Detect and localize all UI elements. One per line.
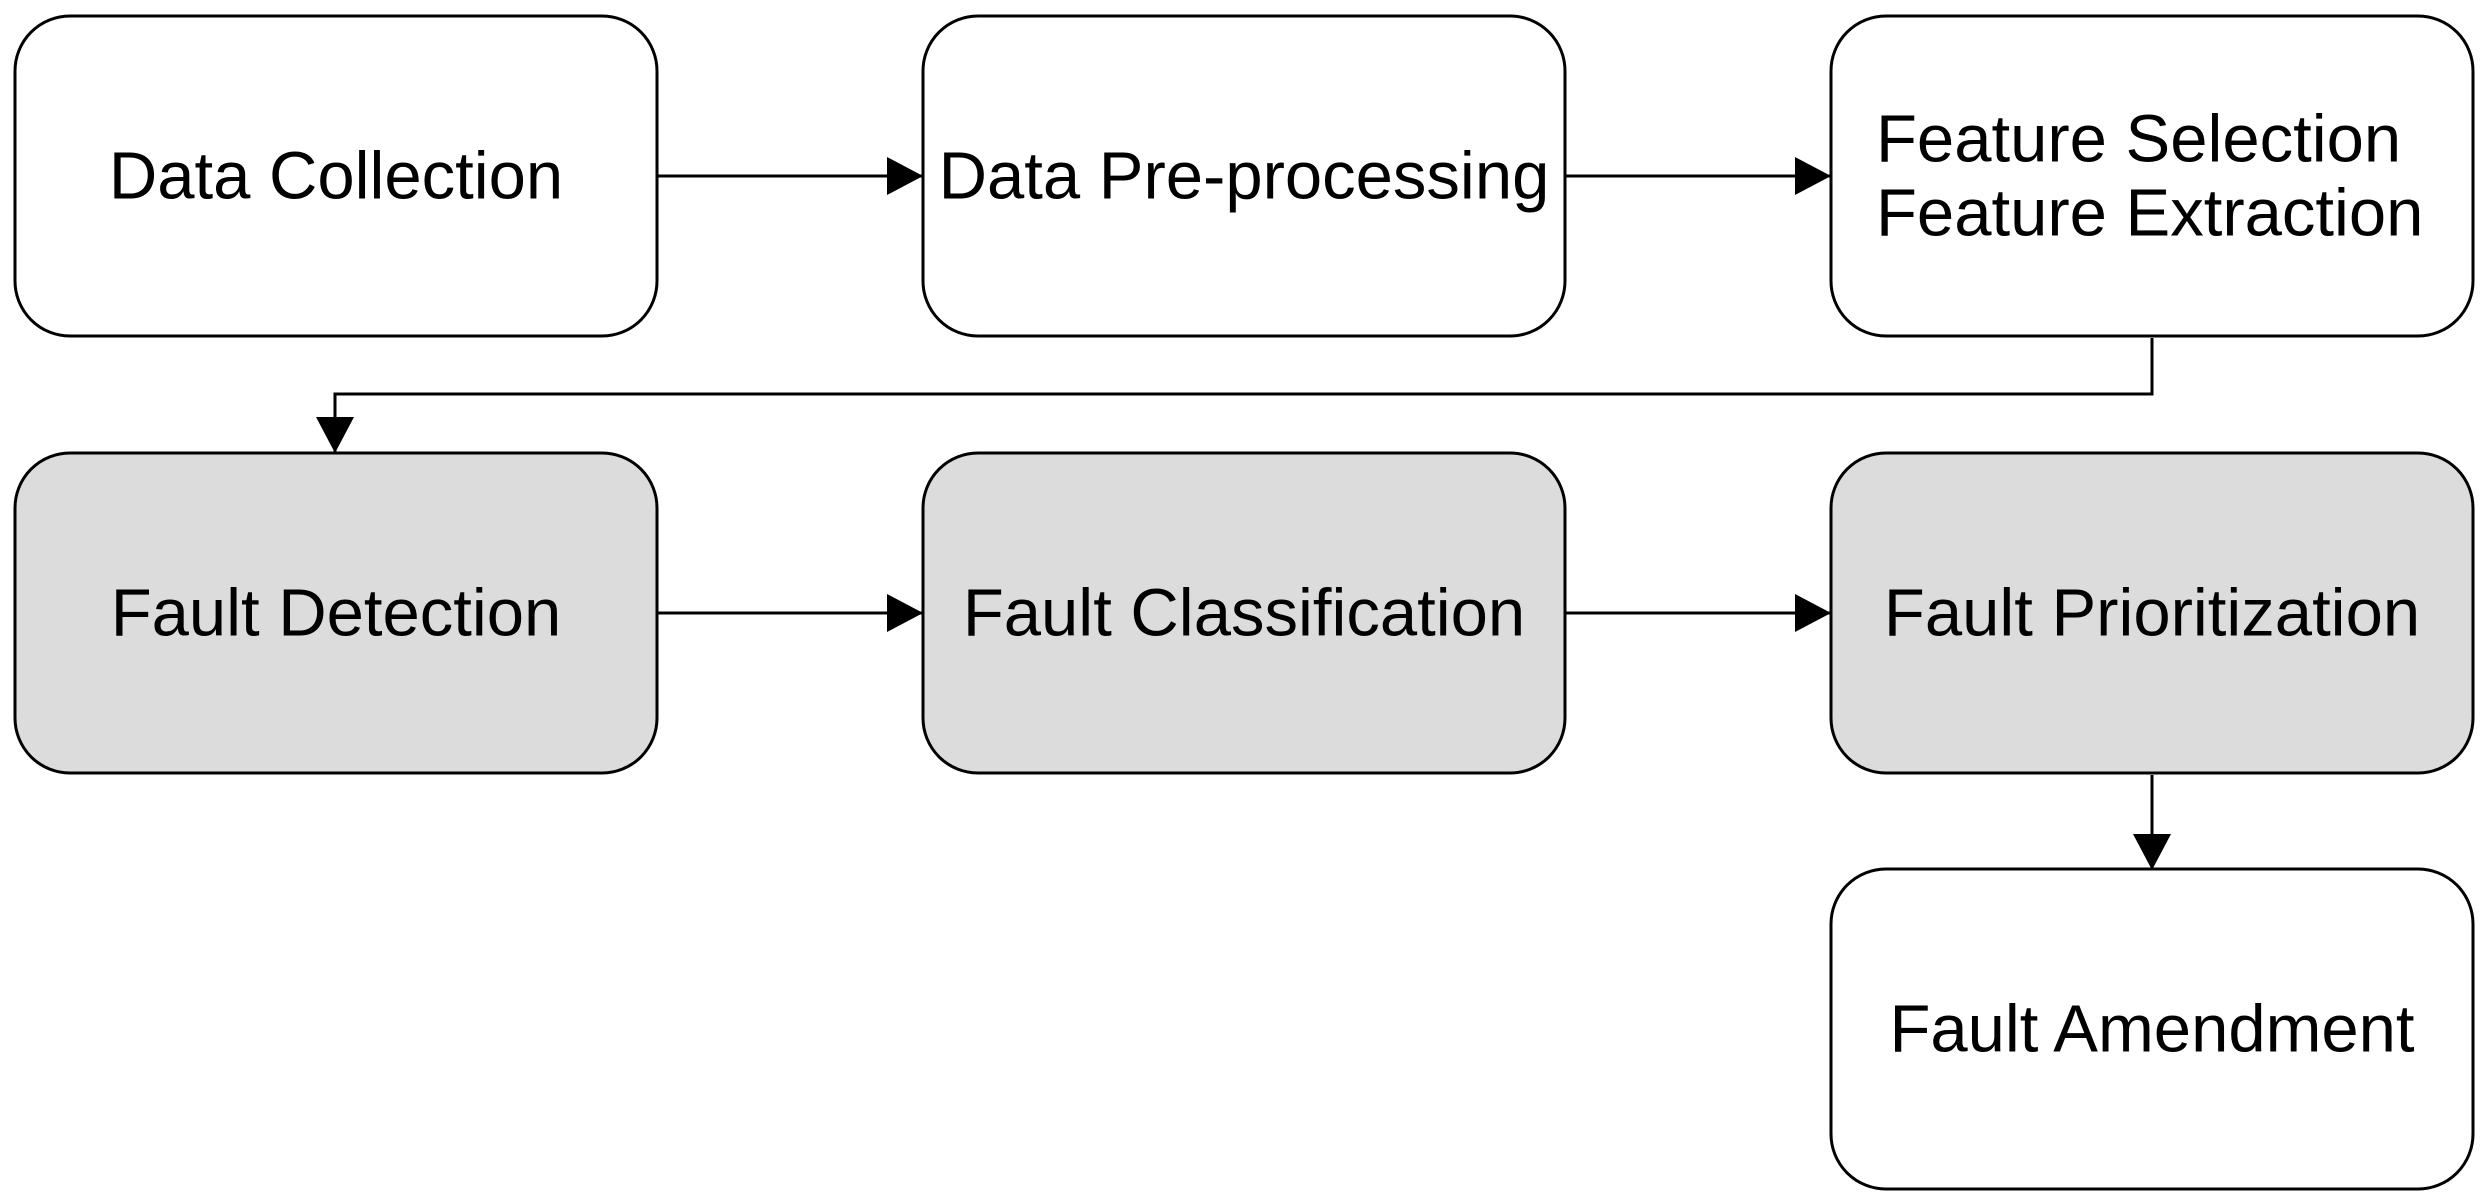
node-fault-detection-box <box>13 451 659 775</box>
node-fault-amendment: Fault Amendment <box>1829 867 2475 1191</box>
node-data-preprocessing-box <box>921 14 1567 338</box>
node-feature-selection-label: Feature Selection <box>1876 102 2401 177</box>
node-fault-amendment-box <box>1829 867 2475 1191</box>
node-fault-prioritization: Fault Prioritization <box>1829 451 2475 775</box>
connectors <box>316 157 2171 870</box>
node-fault-classification-box <box>921 451 1567 775</box>
node-data-collection-box <box>13 14 659 338</box>
node-fault-prioritization-box <box>1829 451 2475 775</box>
node-data-preprocessing: Data Pre-processing <box>921 14 1567 338</box>
node-feature-selection-extraction: Feature Selection Feature Extraction <box>1829 14 2475 338</box>
node-fault-classification-label: Fault Classification <box>963 576 1525 651</box>
node-data-preprocessing-label: Data Pre-processing <box>939 139 1550 214</box>
node-feature-extraction-label: Feature Extraction <box>1876 176 2423 251</box>
node-fault-classification: Fault Classification <box>921 451 1567 775</box>
node-data-collection: Data Collection <box>13 14 659 338</box>
node-data-collection-label: Data Collection <box>109 139 563 214</box>
node-fault-amendment-label: Fault Amendment <box>1889 992 2414 1067</box>
node-fault-prioritization-label: Fault Prioritization <box>1884 576 2420 651</box>
node-fault-detection-label: Fault Detection <box>111 576 562 651</box>
node-fault-detection: Fault Detection <box>13 451 659 775</box>
arrow-feature-selection-to-fault-detection <box>316 338 2154 453</box>
node-feature-selection-extraction-box <box>1829 14 2475 338</box>
